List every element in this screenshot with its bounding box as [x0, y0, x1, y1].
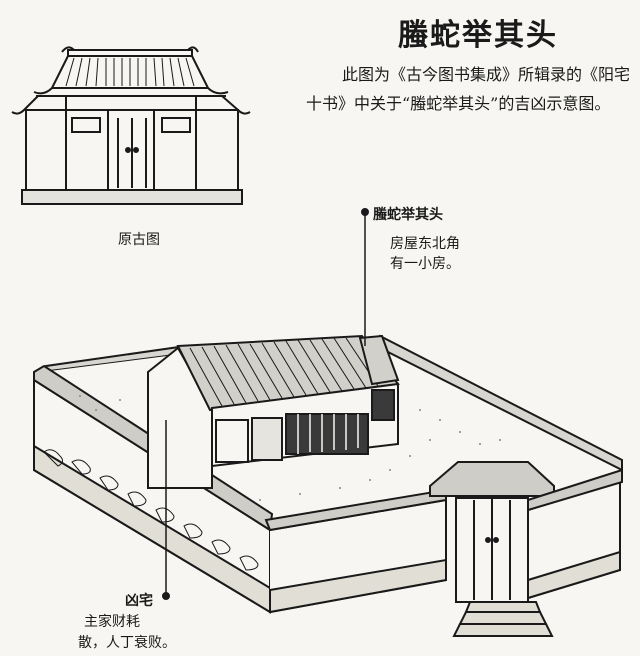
snake-head-line-1: 房屋东北角: [390, 236, 460, 252]
ominous-caption-body: 主家财耗 散，人丁衰败。: [78, 612, 188, 654]
ominous-line-1: 主家财耗: [84, 614, 140, 630]
courtyard-house-drawing: [33, 208, 623, 637]
snake-head-caption-title: 螣蛇举其头: [373, 207, 443, 223]
original-drawing-caption: 原古图: [118, 232, 160, 248]
ominous-caption-title: 凶宅: [125, 593, 153, 609]
original-house-drawing: [11, 46, 251, 205]
snake-head-caption-body: 房屋东北角 有一小房。: [390, 234, 480, 274]
page-title: 螣蛇举其头: [398, 18, 558, 53]
ominous-line-2: 散，人丁衰败。: [78, 635, 176, 651]
description-text: 此图为《古今图书集成》所辑录的《阳宅十书》中关于“螣蛇举其头”的吉凶示意图。: [306, 65, 631, 113]
snake-head-line-2: 有一小房。: [390, 256, 460, 272]
